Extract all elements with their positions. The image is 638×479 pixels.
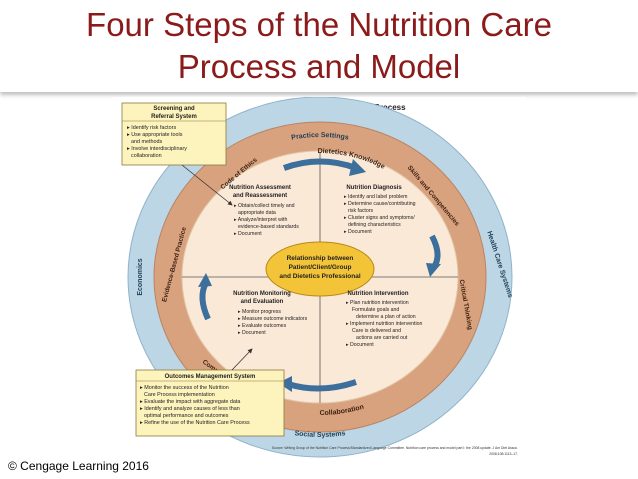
step-assessment: Nutrition Assessment and Reassessment ▸ …: [229, 185, 299, 237]
diagnosis-item: risk factors: [348, 208, 373, 214]
intervention-item: ▸ Implement nutrition intervention: [346, 321, 423, 327]
outcomes-item: Care Process implementation: [144, 392, 215, 398]
outcomes-item: ▸ Identify and analyze causes of less th…: [140, 406, 240, 412]
monitoring-item: ▸ Document: [238, 330, 266, 336]
screening-item: and methods: [131, 139, 162, 145]
intervention-item: ▸ Document: [346, 342, 374, 348]
intervention-item: determine a plan of action: [356, 314, 416, 320]
center-line-1: Relationship between: [287, 255, 354, 262]
step-monitoring: Nutrition Monitoring and Evaluation ▸ Mo…: [233, 291, 307, 336]
diagnosis-item: ▸ Cluster signs and symptoms/: [344, 215, 415, 221]
diagnosis-title: Nutrition Diagnosis: [346, 185, 402, 191]
slide-title-bar: Four Steps of the Nutrition Care Process…: [0, 0, 638, 92]
diagnosis-item: ▸ Document: [344, 229, 372, 235]
slide-title-line-1: Four Steps of the Nutrition Care: [86, 6, 552, 43]
outcomes-item: ▸ Monitor the success of the Nutrition: [140, 385, 229, 391]
outcomes-connector-arrow: [231, 348, 253, 371]
diagram-svg: The Nutrition Care Process Practice Sett…: [121, 96, 518, 458]
outcomes-item: optimal performance and outcomes: [144, 413, 229, 419]
outer-label-social-systems: Social Systems: [294, 430, 346, 439]
screening-item: ▸ Identify risk factors: [127, 125, 176, 131]
center-relationship-oval: [265, 241, 375, 297]
monitoring-item: ▸ Monitor progress: [238, 309, 281, 315]
outcomes-management-box: Outcomes Management System ▸ Monitor the…: [135, 369, 285, 437]
outcomes-title: Outcomes Management System: [165, 374, 256, 380]
diagnosis-item: defining characteristics: [348, 222, 401, 228]
copyright-notice: © Cengage Learning 2016: [8, 459, 149, 473]
assessment-item: ▸ Analyze/interpret with: [234, 217, 287, 223]
cycle-arrowhead-top: [349, 159, 366, 176]
screening-item: ▸ Use appropriate tools: [127, 132, 183, 138]
source-citation-line-2: 2008;108:1113–17.: [489, 452, 518, 456]
assessment-item: appropriate data: [238, 210, 276, 216]
screening-referral-box: Screening and Referral System ▸ Identify…: [121, 102, 227, 166]
step-diagnosis: Nutrition Diagnosis ▸ Identify and label…: [344, 185, 416, 235]
source-citation-line-1: Source: Writing Group of the Nutrition C…: [272, 446, 518, 450]
nutrition-care-process-diagram: The Nutrition Care Process Practice Sett…: [112, 96, 526, 462]
cycle-arrow-bottom: [287, 379, 357, 392]
screening-item: collaboration: [131, 153, 162, 159]
assessment-item: ▸ Obtain/collect timely and: [234, 203, 295, 209]
outer-label-economics: Economics: [137, 258, 144, 295]
diagnosis-item: ▸ Identify and label problem: [344, 194, 407, 200]
screening-connector-arrow: [181, 164, 233, 206]
center-line-2: Patient/Client/Group: [289, 264, 352, 271]
outer-label-practice-settings: Practice Settings: [291, 132, 349, 142]
outcomes-item: ▸ Refine the use of the Nutrition Care P…: [140, 420, 250, 426]
monitoring-title-1: Nutrition Monitoring: [233, 291, 291, 297]
monitoring-title-2: and Evaluation: [241, 299, 284, 305]
outcomes-item: ▸ Evaluate the impact with aggregate dat…: [140, 399, 240, 405]
intervention-item: ▸ Plan nutrition intervention: [346, 300, 409, 306]
assessment-item: ▸ Document: [234, 231, 262, 237]
cycle-arrowhead-left: [198, 273, 212, 287]
center-line-3: and Dietetics Professional: [279, 273, 360, 280]
diagnosis-item: ▸ Determine cause/contributing: [344, 201, 416, 207]
monitoring-item: ▸ Evaluate outcomes: [238, 323, 287, 329]
intervention-item: Care is delivered and: [352, 328, 401, 334]
screening-title-2: Referral System: [151, 114, 197, 120]
cycle-arrowhead-bottom: [278, 376, 292, 392]
cycle-arrow-top: [282, 158, 358, 171]
assessment-item: evidence-based standards: [238, 224, 299, 230]
intervention-item: actions are carried out: [356, 335, 408, 341]
assessment-title-2: and Reassessment: [233, 193, 287, 199]
assessment-title-1: Nutrition Assessment: [229, 185, 291, 191]
screening-item: ▸ Involve interdisciplinary: [127, 146, 187, 152]
intervention-item: Formulate goals and: [352, 307, 399, 313]
monitoring-item: ▸ Measure outcome indicators: [238, 316, 308, 322]
screening-title-1: Screening and: [153, 106, 195, 112]
cycle-arrowhead-right: [426, 263, 441, 277]
slide-title-line-2: Process and Model: [177, 48, 461, 85]
intervention-title: Nutrition Intervention: [348, 291, 409, 297]
step-intervention: Nutrition Intervention ▸ Plan nutrition …: [346, 291, 423, 348]
